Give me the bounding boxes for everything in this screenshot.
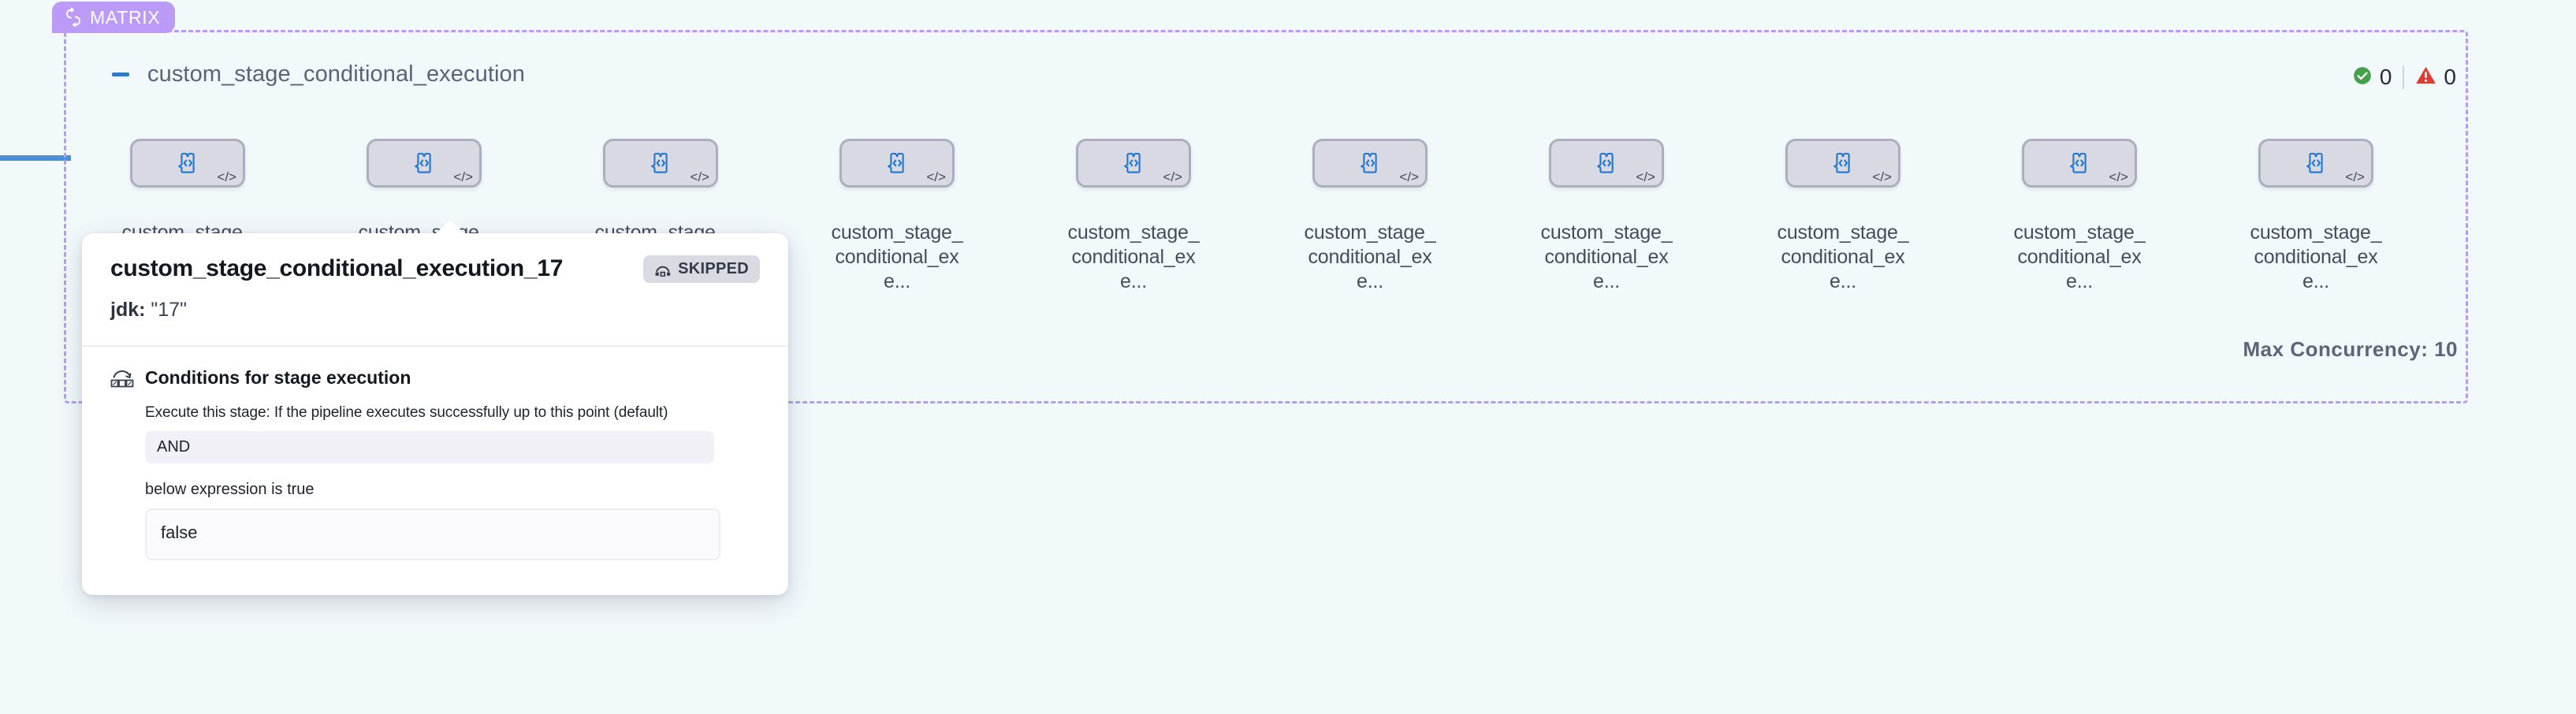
condition-operator-chip: AND xyxy=(145,431,714,463)
matrix-badge[interactable]: MATRIX xyxy=(52,2,176,33)
counter-divider xyxy=(2403,65,2405,89)
status-counters: 0 0 xyxy=(2352,65,2456,90)
node-label: custom_stage_conditional_exe... xyxy=(2013,221,2146,292)
minus-icon[interactable] xyxy=(110,65,131,85)
code-block-icon xyxy=(1357,150,1383,177)
code-block-icon xyxy=(174,150,201,177)
code-tag-icon: </> xyxy=(926,169,946,184)
matrix-node-5[interactable]: </> custom_stage_conditional_exe... xyxy=(1067,139,1200,294)
node-box[interactable]: </> xyxy=(130,139,245,188)
warning-counter[interactable]: 0 xyxy=(2415,65,2456,90)
node-box[interactable]: </> xyxy=(1312,139,1428,188)
code-block-icon xyxy=(1593,150,1620,177)
matrix-node-9[interactable]: </> custom_stage_conditional_exe... xyxy=(2013,139,2146,294)
page-title: custom_stage_conditional_execution xyxy=(147,61,525,87)
matrix-node-6[interactable]: </> custom_stage_conditional_exe... xyxy=(1304,139,1436,294)
stage-header: custom_stage_conditional_execution xyxy=(110,61,525,87)
code-tag-icon: </> xyxy=(2345,169,2365,184)
node-label: custom_stage_conditional_exe... xyxy=(1067,221,1200,292)
node-box[interactable]: </> xyxy=(1549,139,1664,188)
success-counter[interactable]: 0 xyxy=(2352,65,2392,90)
node-box[interactable]: </> xyxy=(1785,139,1900,188)
code-tag-icon: </> xyxy=(1163,169,1182,184)
tooltip-header: custom_stage_conditional_execution_17 SK… xyxy=(82,233,788,345)
max-concurrency-label: Max Concurrency: 10 xyxy=(2243,337,2458,361)
execute-condition-text: Execute this stage: If the pipeline exec… xyxy=(145,404,668,421)
code-block-icon xyxy=(411,150,437,177)
code-tag-icon: </> xyxy=(1399,169,1419,184)
matrix-badge-label: MATRIX xyxy=(90,6,161,28)
node-box[interactable]: </> xyxy=(839,139,955,188)
tooltip-parameter-value: "17" xyxy=(151,299,187,321)
code-block-icon xyxy=(884,150,910,177)
tooltip-title: custom_stage_conditional_execution_17 xyxy=(110,255,564,281)
status-badge-label: SKIPPED xyxy=(678,260,749,277)
node-box[interactable]: </> xyxy=(367,139,482,188)
node-label: custom_stage_conditional_exe... xyxy=(1777,221,1909,292)
tooltip-conditions-section: Conditions for stage execution Execute t… xyxy=(82,347,788,595)
code-tag-icon: </> xyxy=(217,169,236,184)
warning-count: 0 xyxy=(2444,65,2456,89)
matrix-node-7[interactable]: </> custom_stage_conditional_exe... xyxy=(1540,139,1673,294)
code-block-icon xyxy=(1120,150,1147,177)
code-tag-icon: </> xyxy=(1872,169,1892,184)
node-box[interactable]: </> xyxy=(1076,139,1191,188)
conditions-icon xyxy=(110,368,134,389)
code-block-icon xyxy=(2066,150,2093,177)
loop-icon xyxy=(64,8,83,27)
node-label: custom_stage_conditional_exe... xyxy=(1304,221,1436,292)
tooltip-parameter: jdk: "17" xyxy=(110,299,760,322)
code-tag-icon: </> xyxy=(2109,169,2128,184)
tooltip-parameter-key: jdk: xyxy=(110,299,146,321)
matrix-node-8[interactable]: </> custom_stage_conditional_exe... xyxy=(1777,139,1909,294)
code-tag-icon: </> xyxy=(1636,169,1655,184)
node-label: custom_stage_conditional_exe... xyxy=(2250,221,2382,292)
node-label: custom_stage_conditional_exe... xyxy=(1540,221,1673,292)
expression-label: below expression is true xyxy=(145,481,315,498)
warning-triangle-icon xyxy=(2415,65,2436,89)
code-tag-icon: </> xyxy=(453,169,473,184)
success-count: 0 xyxy=(2379,65,2392,89)
node-detail-tooltip: custom_stage_conditional_execution_17 SK… xyxy=(82,220,788,595)
code-tag-icon: </> xyxy=(690,169,709,184)
code-block-icon xyxy=(647,150,674,177)
conditions-section-title: Conditions for stage execution xyxy=(145,367,411,388)
tooltip-arrow xyxy=(435,220,465,234)
node-box[interactable]: </> xyxy=(2258,139,2373,188)
node-box[interactable]: </> xyxy=(603,139,718,188)
code-block-icon xyxy=(1830,150,1856,177)
tooltip-divider xyxy=(82,345,788,347)
incoming-edge-connector xyxy=(0,155,71,161)
check-circle-icon xyxy=(2352,65,2373,90)
node-box[interactable]: </> xyxy=(2022,139,2137,188)
code-block-icon xyxy=(2302,150,2329,177)
status-badge: SKIPPED xyxy=(643,255,760,283)
matrix-node-10[interactable]: </> custom_stage_conditional_exe... xyxy=(2250,139,2382,294)
skip-icon xyxy=(654,262,672,277)
node-label: custom_stage_conditional_exe... xyxy=(831,221,963,292)
matrix-node-4[interactable]: </> custom_stage_conditional_exe... xyxy=(831,139,963,294)
expression-value-box: false xyxy=(145,508,720,560)
matrix-group-container xyxy=(64,30,2468,403)
